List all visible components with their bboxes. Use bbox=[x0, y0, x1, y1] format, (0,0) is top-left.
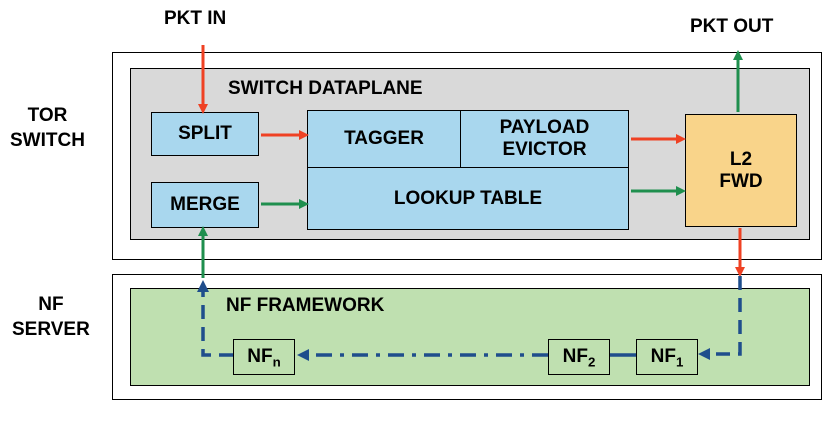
nf-n-box: NFn bbox=[233, 339, 295, 375]
nf-server-label-line1: NF bbox=[38, 294, 64, 315]
nf-2-box: NF2 bbox=[548, 339, 610, 375]
tagger-block-label: TAGGER bbox=[344, 128, 424, 150]
nf-1-sub: 1 bbox=[675, 354, 684, 370]
tor-switch-label-line1: TOR bbox=[27, 105, 68, 126]
nf-1-label: NF1 bbox=[650, 346, 684, 370]
pkt-in-label: PKT IN bbox=[164, 8, 227, 29]
payload-evictor-line1: PAYLOAD bbox=[499, 117, 590, 139]
nf-framework-title: NF FRAMEWORK bbox=[226, 295, 385, 316]
merge-block-label: MERGE bbox=[170, 194, 240, 216]
nf-n-label: NFn bbox=[247, 346, 281, 370]
nf-server-label: NF SERVER bbox=[12, 293, 90, 342]
lookup-table-label: LOOKUP TABLE bbox=[393, 187, 543, 209]
payload-evictor-block: PAYLOAD EVICTOR bbox=[460, 110, 629, 168]
tor-switch-label: TOR SWITCH bbox=[10, 104, 85, 153]
l2-fwd-line2: FWD bbox=[719, 170, 763, 192]
nf-1-base: NF bbox=[650, 346, 676, 368]
l2-fwd-block: L2 FWD bbox=[685, 114, 797, 227]
split-block-label: SPLIT bbox=[178, 123, 232, 145]
merge-block: MERGE bbox=[151, 182, 259, 228]
nf-1-box: NF1 bbox=[636, 339, 698, 375]
l2-fwd-line1: L2 bbox=[729, 148, 753, 170]
payload-evictor-line2: EVICTOR bbox=[502, 139, 587, 160]
nf-server-label-line2: SERVER bbox=[12, 318, 90, 340]
pkt-out-label: PKT OUT bbox=[690, 16, 774, 37]
nf-2-base: NF bbox=[562, 346, 588, 368]
nf-2-label: NF2 bbox=[562, 346, 596, 370]
switch-dataplane-title: SWITCH DATAPLANE bbox=[228, 78, 423, 99]
lookup-table-block: LOOKUP TABLE bbox=[307, 167, 629, 230]
split-block: SPLIT bbox=[151, 112, 259, 156]
nf-2-sub: 2 bbox=[587, 354, 596, 370]
tor-switch-label-line2: SWITCH bbox=[10, 129, 85, 151]
nf-n-base: NF bbox=[247, 346, 273, 368]
nf-n-sub: n bbox=[272, 354, 281, 370]
tagger-block: TAGGER bbox=[307, 110, 461, 168]
